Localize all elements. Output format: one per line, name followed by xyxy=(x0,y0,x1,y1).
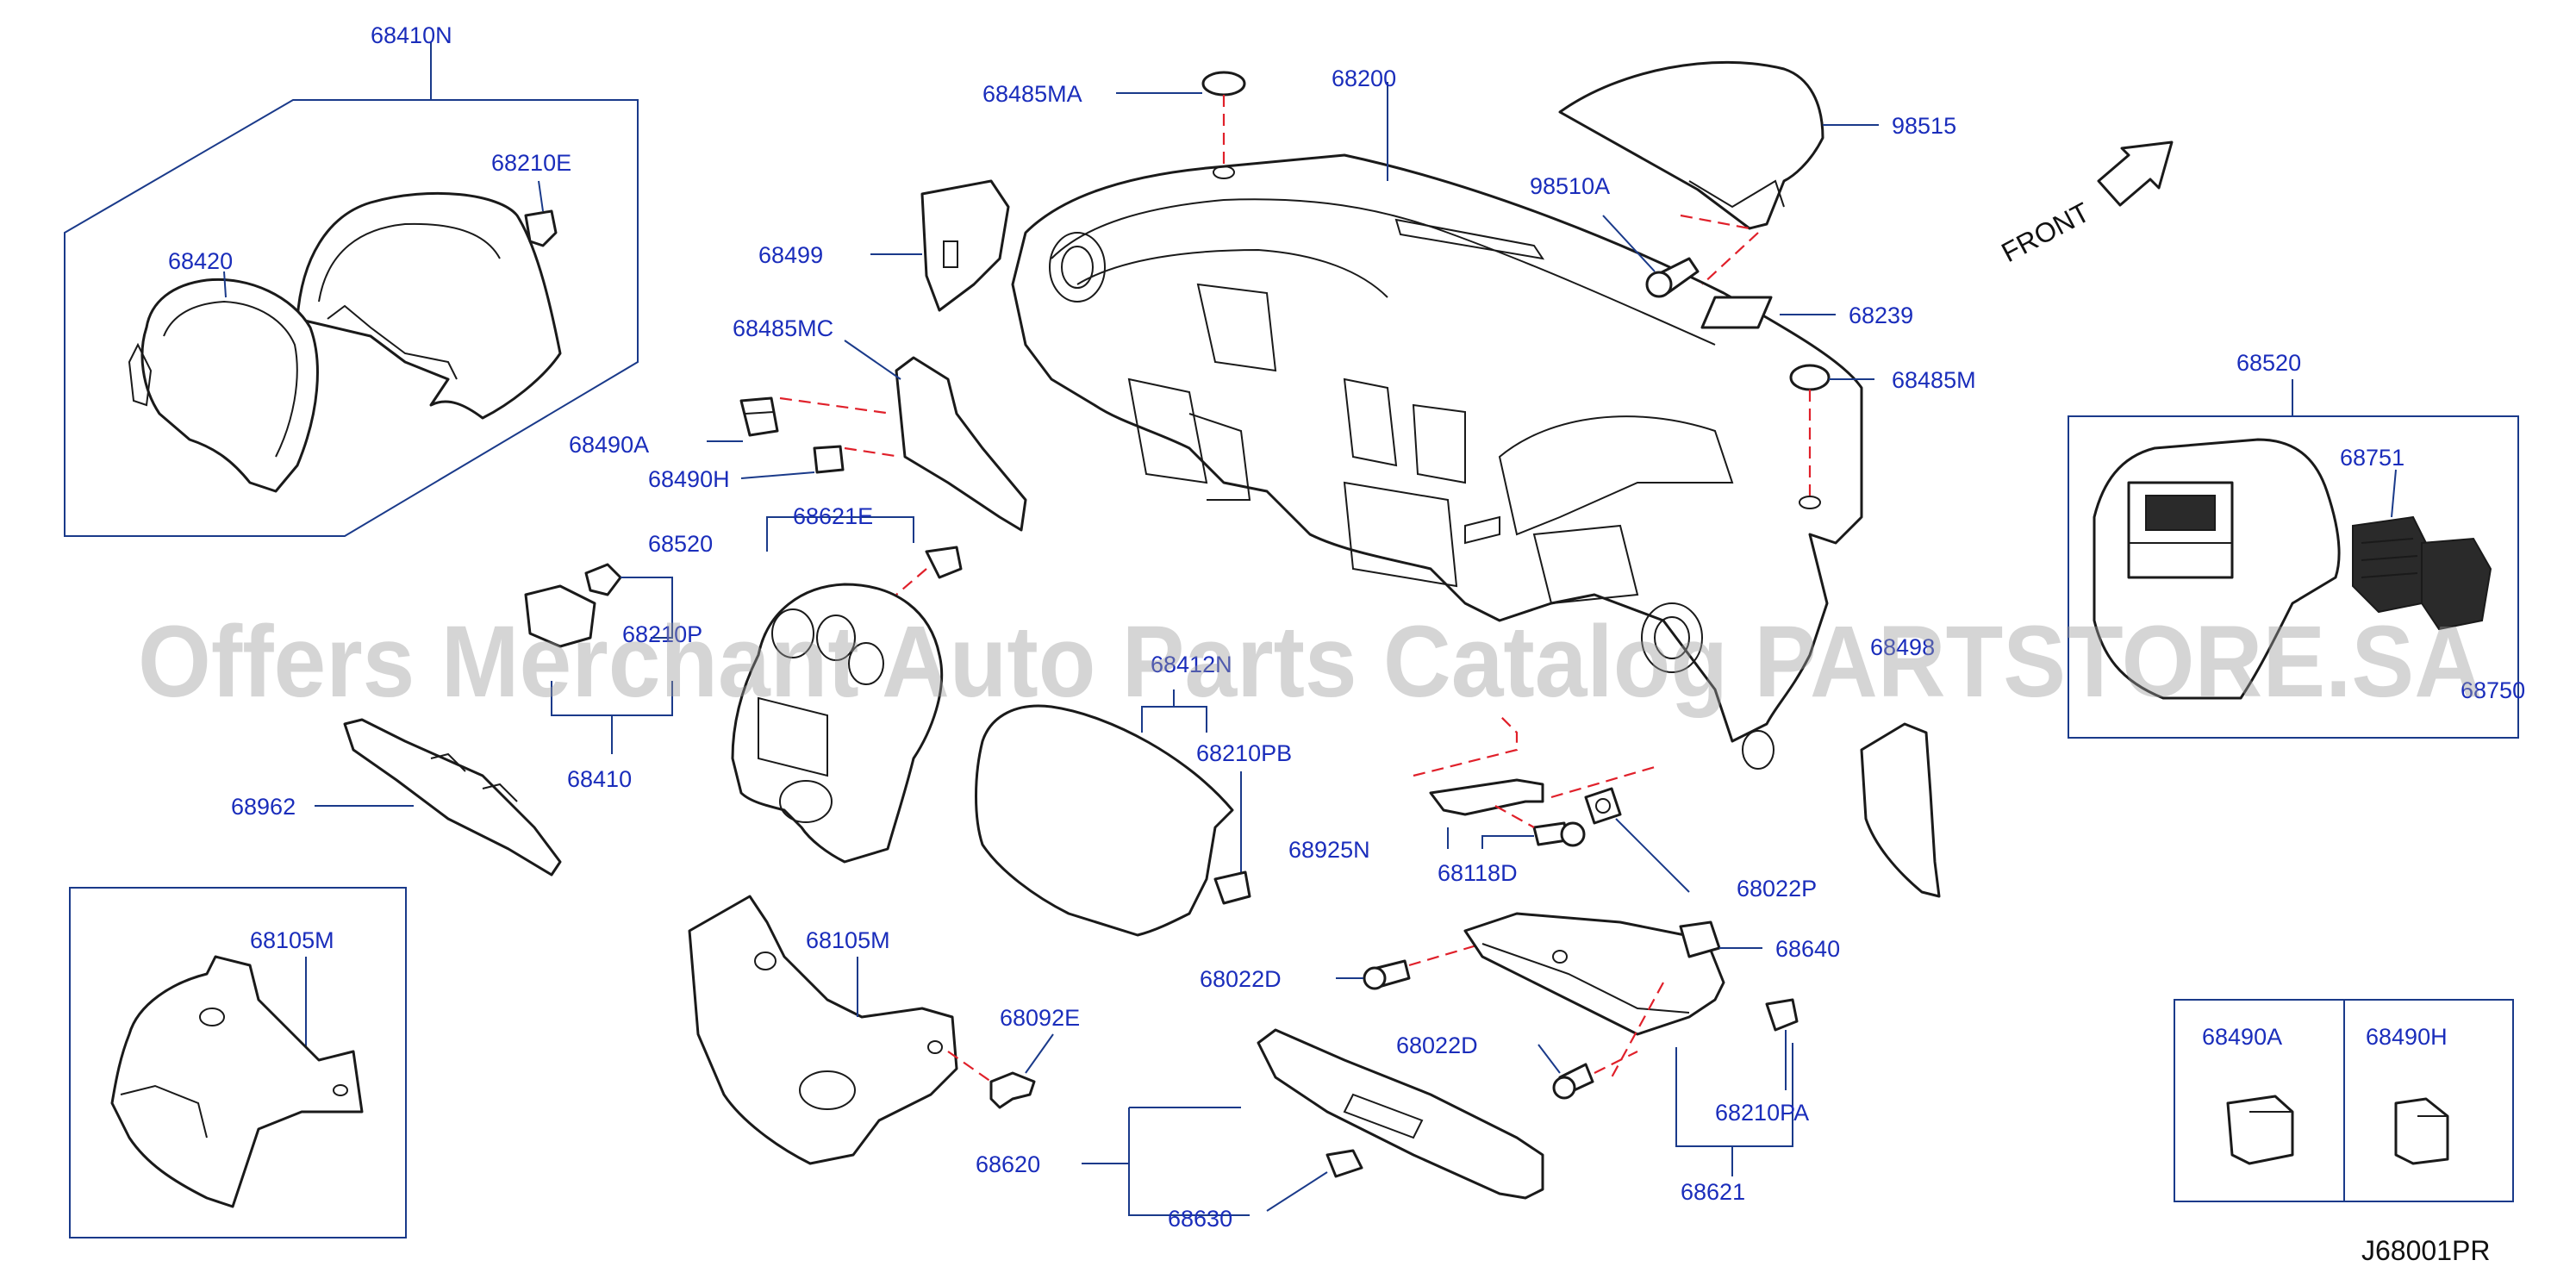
label-68962[interactable]: 68962 xyxy=(231,794,296,820)
label-68420[interactable]: 68420 xyxy=(168,248,233,274)
label-68621[interactable]: 68621 xyxy=(1681,1179,1745,1205)
clip-68490H xyxy=(813,445,845,474)
label-68210E[interactable]: 68210E xyxy=(491,150,571,176)
label-68105M[interactable]: 68105M xyxy=(806,927,890,953)
label-68410N[interactable]: 68410N xyxy=(371,22,452,48)
label-68925N[interactable]: 68925N xyxy=(1288,837,1370,863)
grommet-68485M xyxy=(1789,364,1831,391)
glove-box-door-68630 xyxy=(1257,1028,1544,1200)
push-clip-68092E xyxy=(989,1071,1036,1109)
cluster-lid-shell xyxy=(296,191,562,420)
label-98510A[interactable]: 98510A xyxy=(1530,173,1610,199)
side-bracket-68499 xyxy=(920,179,1010,312)
reference-code: J68001PR xyxy=(2361,1235,2490,1266)
vent-bracket xyxy=(524,584,596,648)
label-68485MC[interactable]: 68485MC xyxy=(733,315,833,341)
label-68410[interactable]: 68410 xyxy=(567,766,632,792)
finisher-68962 xyxy=(343,718,562,877)
finisher-68485MC xyxy=(895,356,1027,532)
label-68210P[interactable]: 68210P xyxy=(622,621,702,647)
glove-box-lid-68412N xyxy=(975,704,1234,937)
label-68490H[interactable]: 68490H xyxy=(648,466,730,492)
passenger-airbag-98515 xyxy=(1558,60,1824,230)
clip-68210PA xyxy=(1765,998,1799,1032)
clip-68490H-box xyxy=(2394,1097,2449,1165)
clip-68490A xyxy=(739,396,779,437)
label-68485MA[interactable]: 68485MA xyxy=(982,81,1082,107)
grommet-68485MA xyxy=(1201,71,1246,97)
label-68620[interactable]: 68620 xyxy=(976,1151,1040,1177)
pad-68239 xyxy=(1700,296,1773,329)
latch-68640 xyxy=(1679,920,1721,958)
group-box-68410N xyxy=(64,99,639,537)
label-68239[interactable]: 68239 xyxy=(1849,303,1913,328)
center-cluster-housing xyxy=(731,583,944,864)
group-box-68105M xyxy=(69,887,407,1238)
clip-68210PB xyxy=(1213,870,1251,905)
air-vent-68751 xyxy=(2352,515,2432,614)
meter-bezel-68420 xyxy=(140,278,319,493)
label-68750[interactable]: 68750 xyxy=(2461,677,2525,703)
watermark: Offers Merchant Auto Parts Catalog PARTS… xyxy=(138,605,2482,719)
label-68118D[interactable]: 68118D xyxy=(1438,860,1518,886)
clip-68210E xyxy=(524,209,558,247)
label-68092E[interactable]: 68092E xyxy=(1000,1005,1080,1031)
glove-box-housing-68621 xyxy=(1463,912,1725,1036)
label-68105M-box[interactable]: 68105M xyxy=(250,927,334,953)
label-68412N[interactable]: 68412N xyxy=(1151,652,1232,677)
label-68210PB[interactable]: 68210PB xyxy=(1196,740,1292,766)
label-68751[interactable]: 68751 xyxy=(2340,445,2404,471)
label-68630[interactable]: 68630 xyxy=(1168,1206,1232,1232)
column-cover-68105M xyxy=(688,895,958,1165)
clip-68621E xyxy=(925,546,963,579)
clip-68210P-upper xyxy=(584,563,622,596)
label-68499[interactable]: 68499 xyxy=(758,242,823,268)
label-68490A[interactable]: 68490A xyxy=(569,432,649,458)
label-68640[interactable]: 68640 xyxy=(1775,936,1840,962)
label-68520[interactable]: 68520 xyxy=(648,531,713,557)
bracket-68925N xyxy=(1429,778,1544,816)
clip-nut-68022P xyxy=(1584,787,1622,825)
label-68621E[interactable]: 68621E xyxy=(793,503,873,529)
label-68022P[interactable]: 68022P xyxy=(1737,876,1817,902)
label-68490A-box[interactable]: 68490A xyxy=(2202,1024,2282,1050)
air-vent-68750 xyxy=(2421,537,2492,631)
label-68498[interactable]: 68498 xyxy=(1870,634,1935,660)
label-68520-box[interactable]: 68520 xyxy=(2236,350,2301,376)
column-cover-box-part xyxy=(110,955,364,1208)
label-68490H-box[interactable]: 68490H xyxy=(2366,1024,2448,1050)
side-cover-68498 xyxy=(1860,722,1941,898)
front-arrow-icon xyxy=(2097,140,2174,207)
label-68022D-b[interactable]: 68022D xyxy=(1396,1033,1478,1058)
clip-68490A-box xyxy=(2226,1095,2294,1165)
label-68210PA[interactable]: 68210PA xyxy=(1715,1100,1809,1126)
front-direction-label: FRONT xyxy=(1996,197,2094,269)
label-98515[interactable]: 98515 xyxy=(1892,113,1956,139)
instrument-panel-68200 xyxy=(1011,153,1863,743)
label-68022D-a[interactable]: 68022D xyxy=(1200,966,1282,992)
label-68200[interactable]: 68200 xyxy=(1332,66,1396,91)
label-68485M[interactable]: 68485M xyxy=(1892,367,1976,393)
stopper-68630 xyxy=(1325,1149,1363,1178)
